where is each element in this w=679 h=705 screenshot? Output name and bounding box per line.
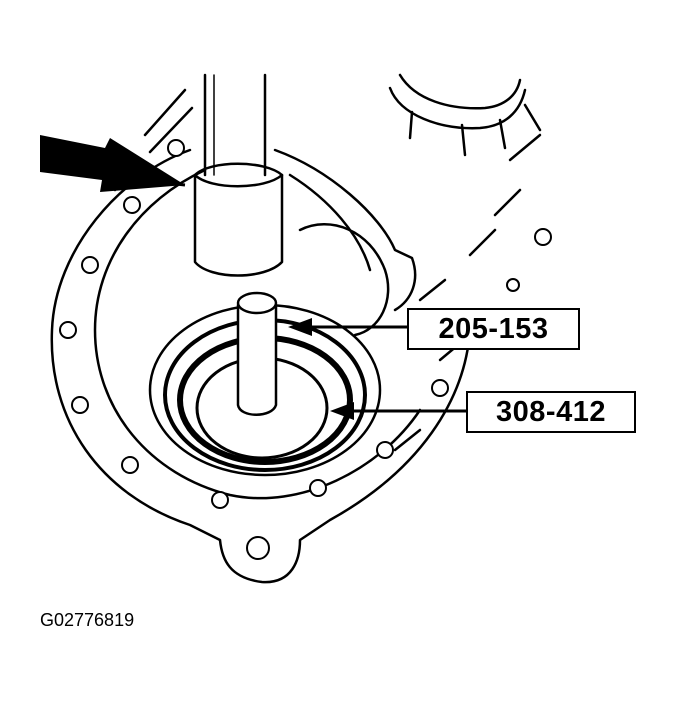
component-prong <box>460 123 467 157</box>
hatch-line <box>468 228 497 257</box>
housing-shell-right <box>273 148 417 312</box>
pilot-pin-top <box>236 291 278 315</box>
housing-shell-right-inner <box>288 173 372 272</box>
housing-flange-outline <box>50 148 472 584</box>
direction-arrow-icon <box>40 135 185 192</box>
bolt-head <box>167 139 185 157</box>
installer-cup <box>193 173 284 277</box>
bolt-head <box>431 379 449 397</box>
mounting-ear-bolt <box>246 536 270 560</box>
bolt-head <box>81 256 99 274</box>
bolt-head <box>59 321 77 339</box>
leader-arrowhead-308-412 <box>330 402 354 420</box>
hatch-line <box>393 428 422 452</box>
callout-308-412: 308-412 <box>466 391 636 433</box>
housing-inner-contour <box>93 168 422 500</box>
figure-id-label: G02776819 <box>40 610 135 630</box>
hatch-line <box>418 278 447 302</box>
callout-205-153: 205-153 <box>407 308 580 350</box>
hatch-line <box>148 106 194 154</box>
bolt-head <box>121 456 139 474</box>
bolt-head <box>506 278 520 292</box>
component-prong <box>523 103 542 132</box>
bolt-head <box>534 228 552 246</box>
hatch-line <box>508 133 542 162</box>
pilot-pin <box>236 303 278 416</box>
arrow-tail <box>94 173 186 187</box>
bolt-head <box>211 491 229 509</box>
component-top-right-inner <box>398 73 522 110</box>
component-top-right <box>388 86 527 130</box>
installer-cup-top <box>193 162 284 177</box>
housing-cylinder <box>298 223 390 337</box>
bolt-head <box>71 396 89 414</box>
hatch-line <box>493 188 522 217</box>
bolt-head <box>309 479 327 497</box>
hatch-line <box>143 88 187 137</box>
bolt-head <box>376 441 394 459</box>
component-prong <box>498 118 507 150</box>
leader-arrowhead-205-153 <box>288 318 312 336</box>
bolt-head <box>123 196 141 214</box>
component-prong <box>408 110 414 140</box>
